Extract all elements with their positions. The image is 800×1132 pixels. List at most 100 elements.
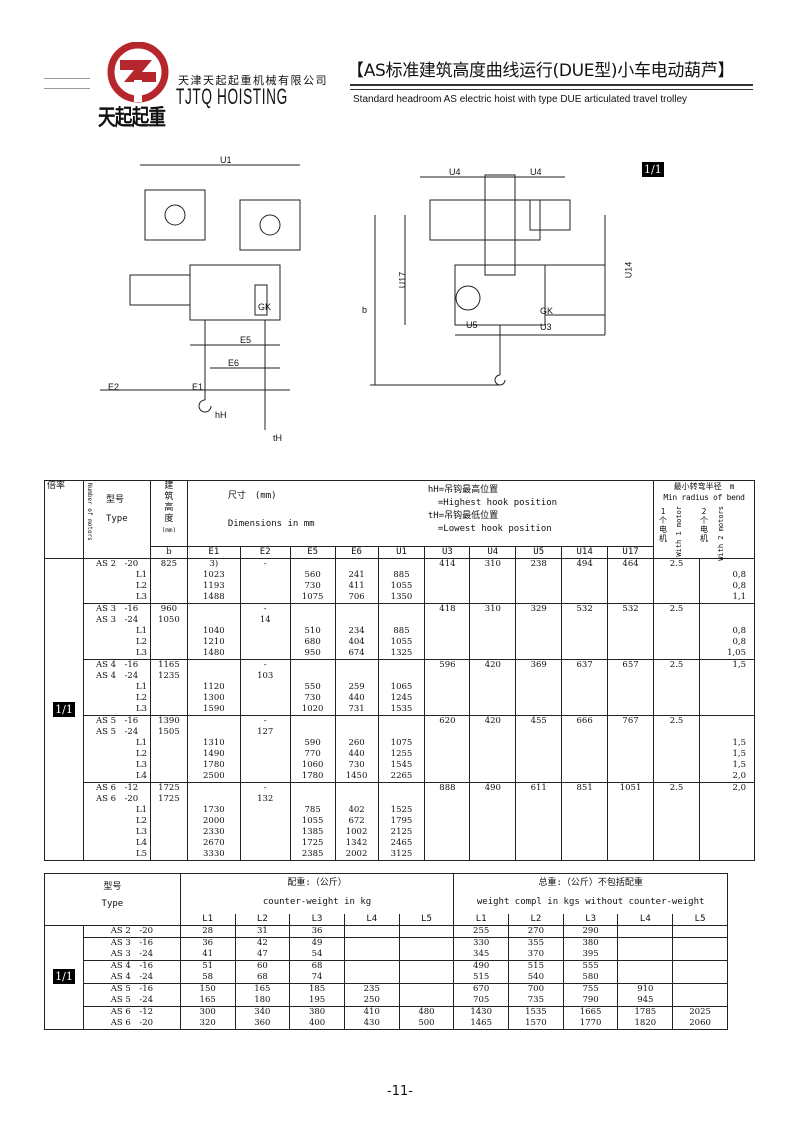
dim-label-u3: U3 xyxy=(540,322,552,332)
ratio-cell: 1/1 xyxy=(44,558,84,861)
cell-value: L3 xyxy=(135,648,148,658)
cell-cw-l1: 165 xyxy=(179,994,236,1007)
cell-u4: 310 xyxy=(469,603,517,660)
cell-u17: 464 xyxy=(607,558,654,604)
cell-value: 1210 xyxy=(203,637,225,647)
cell-wt-l5 xyxy=(672,948,728,961)
cell-value xyxy=(381,559,423,570)
cell-wt-l4 xyxy=(617,936,674,949)
cell-value: - xyxy=(263,716,267,726)
cell-value xyxy=(338,716,376,727)
cell-r1: 2.5 xyxy=(653,558,700,604)
cell-value: L1 xyxy=(135,570,148,580)
cell-type: AS 3 -16 xyxy=(82,936,181,949)
page-number: -11- xyxy=(387,1084,413,1099)
dim-label-th: tH xyxy=(273,433,282,443)
cell-value: 2,0 xyxy=(732,783,746,793)
cell-value xyxy=(381,660,423,671)
cell-cw-l4: 430 xyxy=(343,1017,400,1030)
cell-wt-l1: 255 xyxy=(453,924,510,938)
cell-value: 1060 xyxy=(301,760,324,770)
cell-value: 1075 xyxy=(390,738,413,748)
cell-value: 674 xyxy=(348,648,365,658)
header-counterweight: 配重:（公斤）counter-weight in kg xyxy=(179,873,455,914)
header-col-l1: L1 xyxy=(179,913,236,926)
cell-value: 440 xyxy=(348,693,365,703)
cell-wt-l3: 790 xyxy=(562,994,619,1007)
dim-label-e6: E6 xyxy=(228,358,240,368)
cell-value: - xyxy=(263,660,267,670)
cell-value: L2 xyxy=(135,749,148,759)
dim-label-e2: E2 xyxy=(108,382,120,392)
header-col-l5: L5 xyxy=(672,913,728,926)
cell-value: 494 xyxy=(576,559,593,569)
cell-value: 1525 xyxy=(390,805,413,815)
cell-value: AS 3 -16 xyxy=(95,604,139,614)
cell-value: 2385 xyxy=(301,849,324,859)
cell-value: 785 xyxy=(304,805,321,815)
cell-cw-l3: 54 xyxy=(289,948,345,961)
cell-cw-l3: 68 xyxy=(289,959,345,972)
cell-wt-l2: 735 xyxy=(508,994,564,1007)
cell-value: 620 xyxy=(439,716,456,726)
cell-r1: 2.5 xyxy=(653,715,700,783)
cell-value: 1385 xyxy=(301,827,324,837)
cell-value: 404 xyxy=(348,637,365,647)
cell-value: 2.5 xyxy=(669,604,684,614)
header-col-l4: L4 xyxy=(343,913,400,926)
cell-value: 1050 xyxy=(158,615,180,625)
cell-cw-l3: 36 xyxy=(289,924,345,938)
cell-value: 1480 xyxy=(203,648,225,658)
cell-value: 730 xyxy=(304,581,321,591)
cell-wt-l5 xyxy=(672,959,728,972)
page-title: 【AS标准建筑高度曲线运行(DUE型)小车电动葫芦】 xyxy=(347,61,735,81)
cell-value: 550 xyxy=(304,682,321,692)
cell-r2: 1,5 xyxy=(698,659,756,716)
cell-value: 260 xyxy=(348,738,365,748)
dim-label-gk: GK xyxy=(258,302,272,312)
cell-u14: 637 xyxy=(561,659,609,716)
cell-wt-l2: 540 xyxy=(508,971,564,984)
cell-r1: 2.5 xyxy=(653,659,700,716)
cell-r2: 2,0 xyxy=(698,782,756,861)
cell-value: 455 xyxy=(530,716,547,726)
cell-wt-l1: 670 xyxy=(453,982,510,995)
cell-e2: - xyxy=(239,558,291,604)
cell-cw-l1: 320 xyxy=(179,1017,236,1030)
header-radius: 最小转弯半径 m Min radius of bend 1个电机 With 1 … xyxy=(653,480,755,561)
cell-value xyxy=(338,727,376,738)
cell-wt-l4 xyxy=(617,948,674,961)
cell-value: 2,0 xyxy=(732,771,746,781)
cell-value: 411 xyxy=(348,581,365,591)
cell-value: 329 xyxy=(530,604,547,614)
cell-value: AS 6 -12 xyxy=(95,783,139,793)
cell-value: AS 4 -16 xyxy=(95,660,139,670)
cell-cw-l3: 400 xyxy=(289,1017,345,1030)
header-two-motor-en: With 2 motors xyxy=(717,506,725,561)
cell-cw-l4: 250 xyxy=(343,994,400,1007)
cell-cw-l2: 360 xyxy=(234,1017,291,1030)
divider xyxy=(44,88,90,89)
dim-label-hh: hH xyxy=(215,410,227,420)
cell-value: L4 xyxy=(135,838,148,848)
cell-value: 2.5 xyxy=(669,559,684,569)
cell-value xyxy=(338,559,376,570)
cell-value: 1505 xyxy=(158,727,180,737)
cell-value: 1300 xyxy=(203,693,225,703)
header-col-l2: L2 xyxy=(234,913,291,926)
cell-wt-l3: 580 xyxy=(562,971,619,984)
cell-value xyxy=(190,671,238,682)
header-wt-en: weight compl in kgs without counter-weig… xyxy=(476,897,705,907)
cell-wt-l3: 1770 xyxy=(562,1017,619,1030)
